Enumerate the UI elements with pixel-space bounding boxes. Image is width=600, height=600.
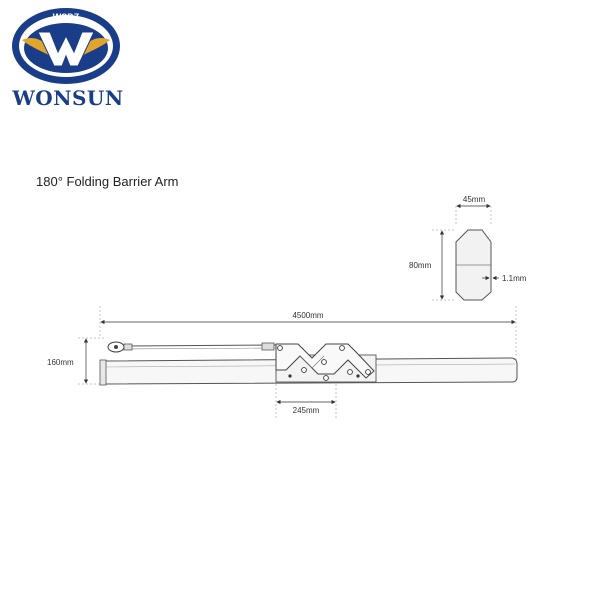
logo-emblem-icon: WSDZ <box>12 8 120 84</box>
logo-badge-text: WSDZ <box>53 12 80 22</box>
profile-height-label: 80mm <box>409 261 432 270</box>
length-label: 4500mm <box>292 311 323 320</box>
drawing-title: 180° Folding Barrier Arm <box>36 174 179 189</box>
folding-joint <box>275 343 377 383</box>
profile-width-label: 45mm <box>463 195 486 204</box>
length-dimension: 4500mm <box>99 306 517 360</box>
joint-width-dimension: 245mm <box>275 384 337 418</box>
logo-wordmark: WONSUN <box>12 86 124 110</box>
height-label: 160mm <box>47 358 74 367</box>
joint-width-label: 245mm <box>293 406 320 415</box>
wall-thickness-label: 1.1mm <box>502 274 527 283</box>
wonsun-logo: WSDZ WONSUN <box>8 6 124 110</box>
height-dimension: 160mm <box>47 337 104 385</box>
profile-cross-section: 45mm 80mm 1.1mm <box>409 195 527 301</box>
